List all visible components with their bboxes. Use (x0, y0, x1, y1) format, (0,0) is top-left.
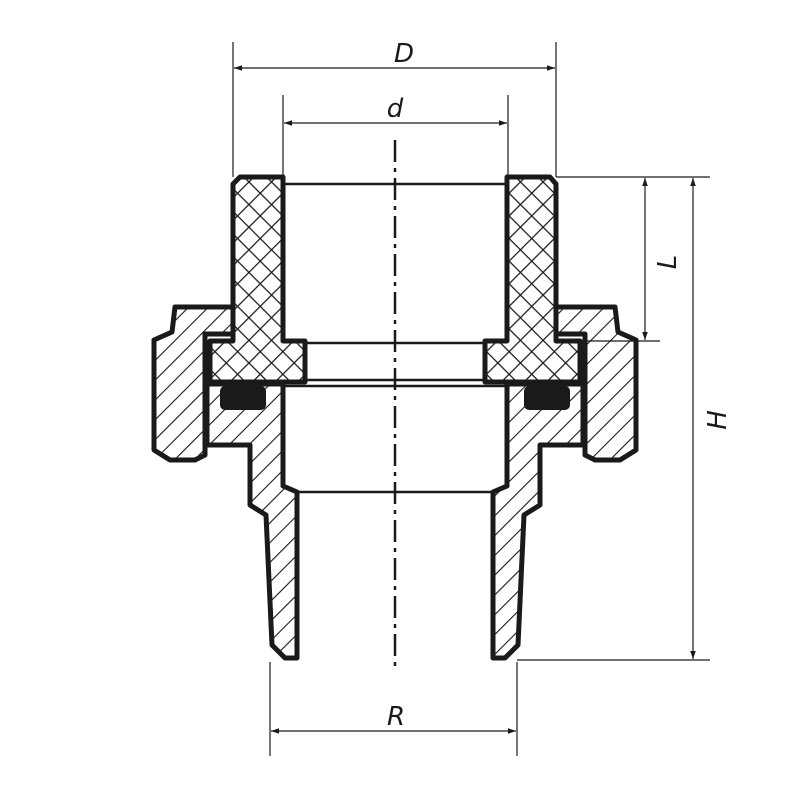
upper-body-right (482, 174, 583, 385)
label-H: H (703, 410, 733, 430)
label-d: d (387, 94, 404, 124)
o-ring-left (220, 386, 266, 410)
dimension-H: H (517, 176, 733, 661)
bore-lines (283, 182, 507, 494)
dimension-d: d (282, 94, 509, 177)
label-L: L (653, 255, 683, 270)
o-ring-right (524, 386, 570, 410)
dimension-D: D (232, 39, 557, 177)
dimension-R: R (269, 662, 518, 756)
lower-body-right (490, 381, 586, 661)
union-nut-left (151, 304, 236, 463)
upper-body-left (207, 174, 308, 385)
dimension-L: L (580, 178, 683, 342)
lower-body-left (204, 381, 300, 661)
label-D: D (394, 39, 414, 69)
union-nut-right (553, 304, 639, 463)
label-R: R (387, 702, 405, 732)
